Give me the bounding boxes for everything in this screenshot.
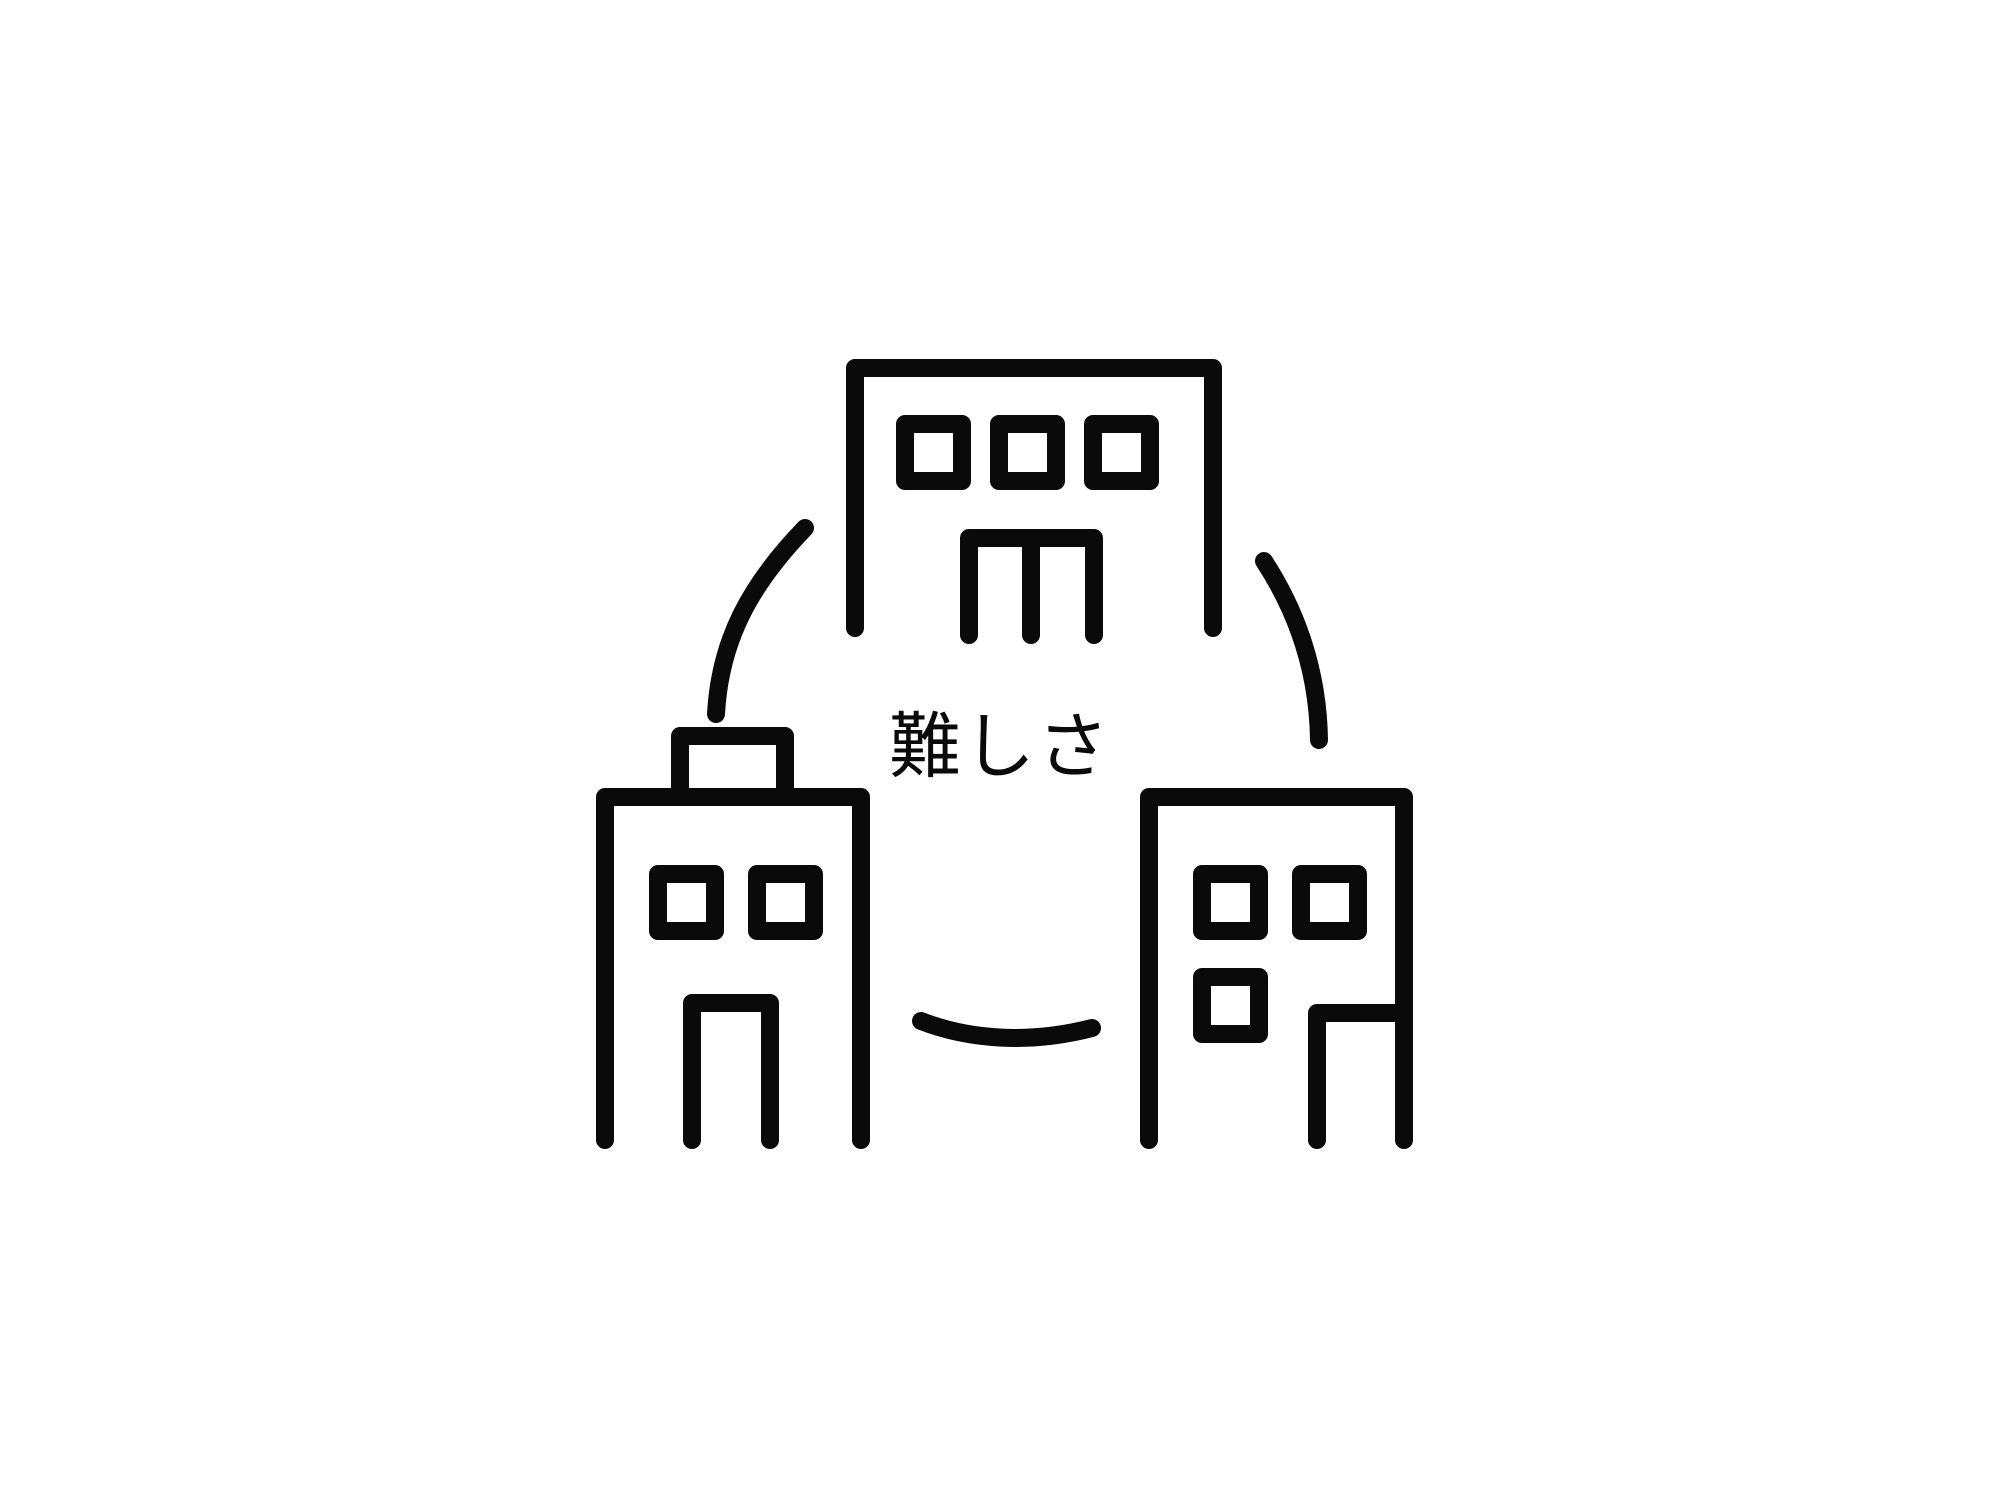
building-top-window-2: [990, 415, 1065, 490]
building-top-outline: [846, 359, 1222, 637]
building-top-window-3: [1084, 415, 1159, 490]
building-top-window-1: [896, 415, 971, 490]
building-left-window-2: [748, 865, 823, 940]
building-left-rooftop: [671, 727, 794, 806]
building-left-door: [683, 994, 779, 1149]
building-right-door: [1308, 1004, 1413, 1149]
center-label: 難しさ: [888, 704, 1112, 789]
building-left-outline: [596, 788, 870, 1149]
diagram-ink: [596, 359, 1413, 1149]
building-right-outline: [1140, 788, 1413, 1149]
building-right-icon: [1140, 788, 1413, 1149]
building-right-window-2: [1292, 865, 1367, 940]
building-right-window-1: [1193, 865, 1268, 940]
building-left-icon: [596, 727, 870, 1149]
connector-top-right: [1255, 552, 1328, 749]
building-top-icon: [846, 359, 1222, 644]
connector-top-left: [707, 519, 814, 723]
building-right-window-3: [1193, 968, 1268, 1043]
connector-bottom: [912, 1012, 1101, 1047]
building-left-window-1: [649, 865, 724, 940]
